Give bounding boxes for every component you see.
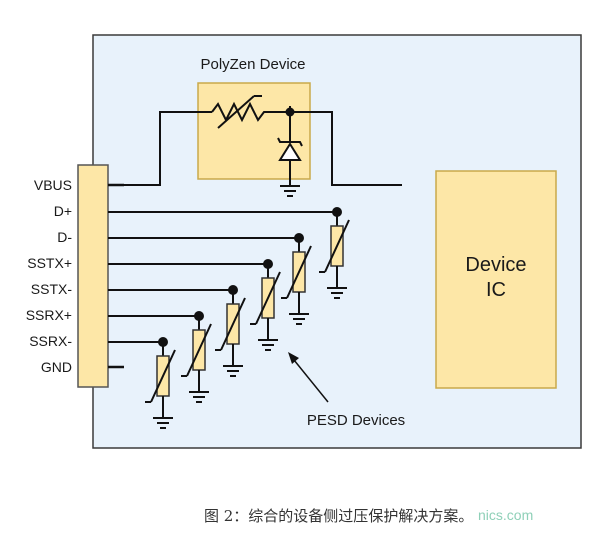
junction-dot: [294, 233, 304, 243]
pin-label-dplus: D+: [54, 203, 72, 219]
device-ic-box: [435, 170, 557, 389]
pesd-arrow: [293, 359, 329, 403]
junction-dot: [228, 285, 238, 295]
polyzen-title: PolyZen Device: [200, 56, 305, 73]
junction-dot: [158, 337, 168, 347]
device-ic-label-line2: IC: [486, 279, 506, 301]
pesd-device: [181, 311, 212, 403]
pin-label-gnd: GND: [41, 359, 72, 375]
pesd-devices: [145, 207, 350, 429]
pin-label-ssrxplus: SSRX+: [26, 307, 72, 323]
pesd-label: PESD Devices: [307, 412, 405, 429]
watermark: nics.com: [478, 507, 534, 523]
pesd-arrowhead: [288, 352, 299, 364]
ground-icon: [223, 365, 243, 377]
ground-icon: [258, 339, 278, 351]
data-lines: [108, 211, 337, 343]
usb-connector: [77, 164, 109, 388]
ground-icon: [153, 417, 173, 429]
pin-stubs: [108, 183, 124, 369]
zener-diode-symbol: [277, 112, 303, 185]
device-ic-label-line1: Device: [465, 254, 526, 276]
pesd-device: [319, 207, 350, 299]
ground-icon: [189, 391, 209, 403]
pin-label-sstxplus: SSTX+: [27, 255, 72, 271]
junction-dot: [332, 207, 342, 217]
pin-label-sstxminus: SSTX-: [31, 281, 73, 297]
polyzen-device-box: [197, 82, 311, 180]
pesd-device: [281, 233, 312, 325]
pesd-device: [250, 259, 281, 351]
connector-pin-labels: VBUS D+ D- SSTX+ SSTX- SSRX+ SSRX- GND: [26, 177, 73, 375]
junction-dot: [194, 311, 204, 321]
pin-label-vbus: VBUS: [34, 177, 72, 193]
junction-dot: [263, 259, 273, 269]
ground-icon: [327, 287, 347, 299]
pesd-device: [145, 337, 176, 429]
ground-icon: [289, 313, 309, 325]
pesd-device: [215, 285, 246, 377]
circuit-diagram: PolyZen Device VBUS D+ D- SSTX+ SSTX- SS…: [26, 34, 582, 449]
figure-caption: 图 2：综合的设备侧过压保护解决方案。: [204, 507, 474, 525]
pin-label-ssrxminus: SSRX-: [29, 333, 72, 349]
ptc-resistor-symbol: [211, 95, 268, 129]
pin-label-dminus: D-: [57, 229, 72, 245]
zener-ground-icon: [280, 185, 300, 197]
